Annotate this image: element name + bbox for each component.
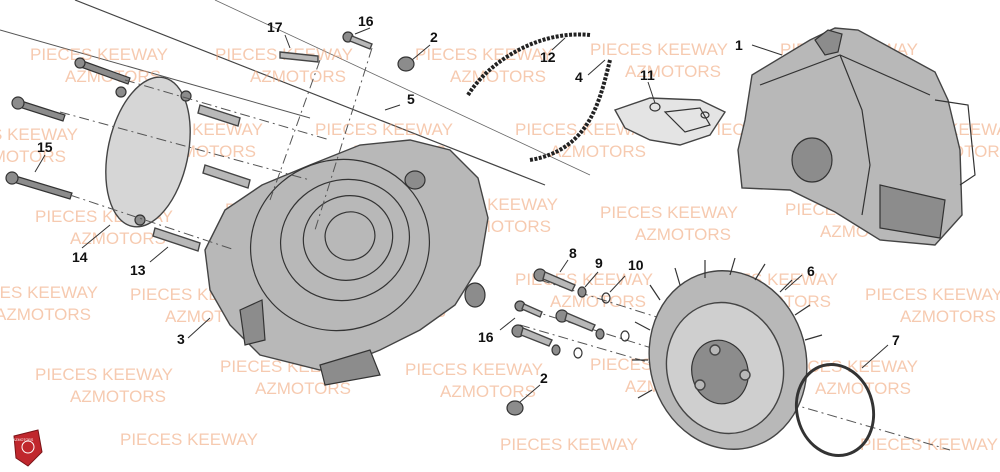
watermark-layer: PIECES KEEWAY AZMOTORS PIECES KEEWAY AZM… xyxy=(0,40,1000,454)
callout-9: 9 xyxy=(595,255,603,271)
part-6-fan xyxy=(632,257,823,450)
watermark-text: AZMOTORS xyxy=(0,147,66,166)
part-2-nut-bottom xyxy=(506,400,524,416)
part-13-pins xyxy=(152,104,251,252)
callout-4: 4 xyxy=(575,69,583,85)
watermark-text: PIECES KEEWAY xyxy=(0,125,78,144)
part-4-hose xyxy=(529,59,612,162)
frame-edge-line xyxy=(74,0,546,186)
watermark-text: AZMOTORS xyxy=(550,142,646,161)
callout-17: 17 xyxy=(267,19,283,35)
watermark-text: AZMOTORS xyxy=(440,382,536,401)
logo-text: AZMOTORS xyxy=(13,438,34,442)
callout-13: 13 xyxy=(130,262,146,278)
part-9-washers xyxy=(551,286,605,356)
callout-11: 11 xyxy=(640,67,655,83)
part-17-pin xyxy=(279,51,319,63)
watermark-text: AZMOTORS xyxy=(450,67,546,86)
watermark-text: PIECES KEEWAY xyxy=(30,45,168,64)
frame-edge-line-2 xyxy=(214,0,591,176)
watermark-text: AZMOTORS xyxy=(815,379,911,398)
watermark-text: PIECES KEEWAY xyxy=(860,435,998,454)
watermark-text: AZMOTORS xyxy=(625,62,721,81)
watermark-text: PIECES KEEWAY xyxy=(500,435,638,454)
watermark-text: PIECES KEEWAY xyxy=(315,120,453,139)
callout-labels: 1 2 2 3 4 5 6 7 8 9 10 11 12 13 14 15 16… xyxy=(37,13,900,386)
callout-2-top: 2 xyxy=(430,29,438,45)
callout-1: 1 xyxy=(735,37,743,53)
callout-3: 3 xyxy=(177,331,185,347)
watermark-text: AZMOTORS xyxy=(250,67,346,86)
watermark-text: AZMOTORS xyxy=(70,387,166,406)
part-7-oring xyxy=(794,362,876,458)
callout-6: 6 xyxy=(807,263,815,279)
part-10-washers xyxy=(573,292,630,359)
part-16-screw-top xyxy=(342,31,373,50)
part-12-hose xyxy=(466,32,591,97)
callout-14: 14 xyxy=(72,249,88,265)
watermark-text: AZMOTORS xyxy=(635,225,731,244)
watermark-text: PIECES KEEWAY xyxy=(780,357,918,376)
part-14-cover xyxy=(105,76,192,228)
watermark-text: PIECES KEEWAY xyxy=(35,365,173,384)
callout-15: 15 xyxy=(37,139,53,155)
part-15-bolts xyxy=(5,57,131,200)
part-8-bolts xyxy=(511,268,596,347)
callout-16-top: 16 xyxy=(358,13,374,29)
callout-2-bottom: 2 xyxy=(540,370,548,386)
watermark-text: PIECES KEEWAY xyxy=(600,203,738,222)
callout-5: 5 xyxy=(407,91,415,107)
watermark-text: AZMOTORS xyxy=(70,229,166,248)
watermark-text: AZMOTORS xyxy=(550,292,646,311)
callout-8: 8 xyxy=(569,245,577,261)
callout-12: 12 xyxy=(540,49,556,65)
part-11-plate xyxy=(613,97,727,146)
watermark-text: PIECES KEEWAY xyxy=(865,285,1000,304)
azmotors-logo: AZMOTORS xyxy=(13,429,43,467)
part-2-nut-top xyxy=(397,56,415,72)
watermark-text: PIECES KEEWAY xyxy=(0,283,98,302)
callout-16-bottom: 16 xyxy=(478,329,494,345)
watermark-text: PIECES KEEWAY xyxy=(590,40,728,59)
watermark-text: PIECES KEEWAY xyxy=(120,430,258,449)
part-1-shroud xyxy=(737,27,976,246)
frame-edge-line-3 xyxy=(0,29,311,119)
watermark-text: AZMOTORS xyxy=(900,307,996,326)
callout-7: 7 xyxy=(892,332,900,348)
watermark-text: AZMOTORS xyxy=(0,305,91,324)
leader-lines xyxy=(34,27,889,403)
watermark-text: PIECES KEEWAY xyxy=(405,360,543,379)
watermark-text: PIECES KEEWAY xyxy=(415,45,553,64)
callout-10: 10 xyxy=(628,257,644,273)
part-3-housing xyxy=(204,139,489,386)
